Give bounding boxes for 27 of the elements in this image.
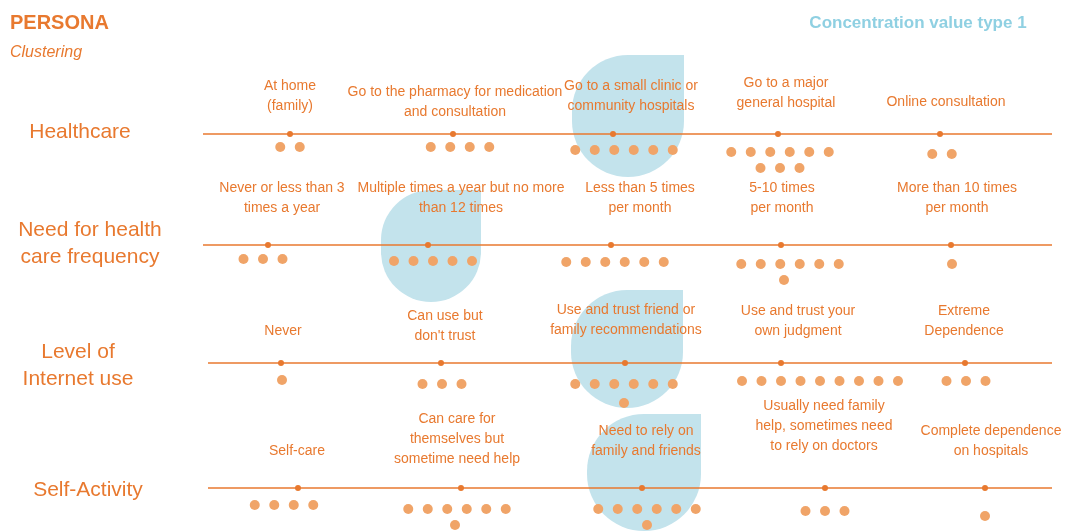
option-label: Can use but don't trust xyxy=(406,306,484,345)
row-heading: Need for health care frequency xyxy=(17,216,163,269)
option-label: Never or less than 3 times a year xyxy=(218,178,346,217)
option-label: Usually need family help, sometimes need to rely on doctors xyxy=(754,396,894,455)
option-label: 5-10 times per month xyxy=(748,178,816,217)
option-label: Self-care xyxy=(268,441,326,460)
option-label: Go to the pharmacy for medication and consultation xyxy=(346,82,564,121)
option-label: Online consultation xyxy=(885,92,1007,111)
row-heading: Healthcare xyxy=(28,117,132,144)
option-label: At home (family) xyxy=(262,76,318,115)
option-label: More than 10 times per month xyxy=(897,178,1017,217)
row-heading: Self-Activity xyxy=(32,475,144,502)
option-label: Multiple times a year but no more than 12 times xyxy=(356,178,566,217)
legend-note: Concentration value type 1 xyxy=(809,13,1027,33)
option-label: Use and trust friend or family recommendations xyxy=(549,300,703,339)
option-label: Never xyxy=(263,321,303,340)
subtitle: Clustering xyxy=(10,42,83,62)
title: PERSONA xyxy=(10,12,109,32)
option-label: Can care for themselves but sometime need help xyxy=(392,409,522,468)
option-label: Complete dependence on hospitals xyxy=(919,421,1063,460)
option-label: Go to a major general hospital xyxy=(735,73,837,112)
option-label: Extreme Dependence xyxy=(923,301,1005,340)
row-heading: Level of Internet use xyxy=(21,338,135,391)
option-label: Need to rely on family and friends xyxy=(590,421,702,460)
option-label: Use and trust your own judgment xyxy=(739,301,857,340)
option-label: Go to a small clinic or community hospitals xyxy=(563,76,699,115)
option-label: Less than 5 times per month xyxy=(584,178,696,217)
